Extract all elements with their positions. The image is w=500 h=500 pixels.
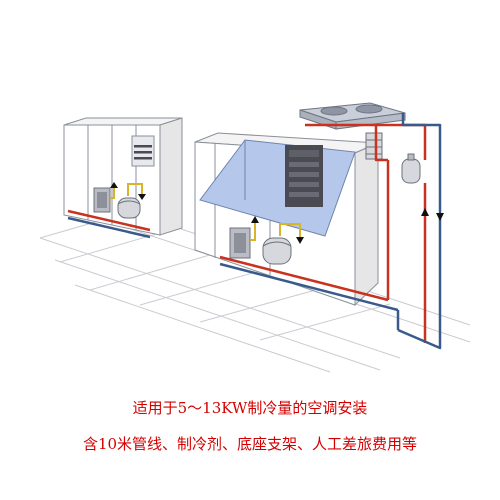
riser-flow-arrow-down-icon bbox=[436, 213, 444, 221]
left-flow-arrow-down-icon bbox=[138, 194, 146, 200]
return-pipe bbox=[67, 113, 442, 350]
filter-drier-icon bbox=[365, 132, 383, 160]
caption-line-2: 含10米管线、制冷剂、底座支架、人工差旅费用等 bbox=[82, 435, 418, 453]
receiver-tank-icon bbox=[401, 153, 421, 184]
right-flow-arrow-up-icon bbox=[251, 216, 259, 223]
left-line-set bbox=[110, 183, 143, 199]
right-flow-arrow-down-icon bbox=[296, 237, 304, 244]
left-flow-arrow-up-icon bbox=[110, 182, 118, 188]
left-compressor-icon bbox=[117, 197, 141, 219]
caption-line-1: 适用于5～13KW制冷量的空调安装 bbox=[132, 399, 368, 417]
right-compressor-icon bbox=[262, 237, 292, 265]
left-cooling-unit-icon bbox=[93, 187, 111, 213]
riser-flow-arrow-up-icon bbox=[421, 208, 429, 216]
right-line-set bbox=[250, 222, 301, 241]
control-panel bbox=[285, 145, 323, 207]
right-cooling-unit-icon bbox=[229, 227, 251, 259]
